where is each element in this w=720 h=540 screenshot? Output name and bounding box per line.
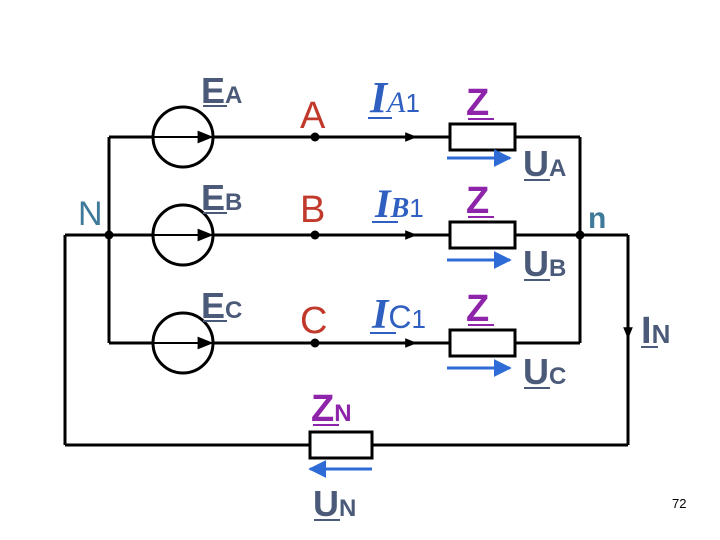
label-phase-b: B bbox=[300, 189, 325, 231]
impedance-a bbox=[448, 122, 517, 152]
impedance-neutral bbox=[308, 430, 374, 460]
node-n bbox=[575, 230, 585, 240]
label-node-n: n bbox=[588, 202, 606, 235]
label-ic1: IC1 bbox=[371, 292, 426, 338]
label-phase-a: A bbox=[300, 95, 326, 137]
label-z-c: Z bbox=[466, 288, 489, 330]
impedance-c bbox=[448, 328, 517, 358]
label-ib1: IB1 bbox=[374, 181, 424, 226]
label-eb: EB bbox=[201, 177, 242, 218]
label-z-a: Z bbox=[466, 82, 489, 124]
label-node-N: N bbox=[78, 195, 103, 233]
node-N bbox=[104, 230, 114, 240]
node-C bbox=[310, 338, 320, 348]
label-un: UN bbox=[313, 483, 356, 524]
label-ea: EA bbox=[201, 70, 242, 111]
label-phase-c: C bbox=[300, 300, 327, 342]
source-a bbox=[150, 105, 215, 169]
source-b bbox=[150, 203, 215, 267]
label-ia1: IA1 bbox=[369, 73, 420, 122]
label-z-b: Z bbox=[466, 180, 489, 222]
label-ua: UA bbox=[523, 143, 566, 184]
impedance-b bbox=[448, 220, 517, 250]
node-B bbox=[310, 230, 320, 240]
label-z-n: ZN bbox=[311, 388, 352, 430]
label-ub: UB bbox=[523, 243, 566, 284]
page-number: 72 bbox=[672, 496, 687, 511]
node-A bbox=[310, 132, 320, 142]
label-ec: EC bbox=[201, 285, 242, 326]
source-c bbox=[150, 311, 215, 375]
label-in: IN bbox=[641, 310, 670, 352]
label-uc: UC bbox=[523, 351, 566, 392]
